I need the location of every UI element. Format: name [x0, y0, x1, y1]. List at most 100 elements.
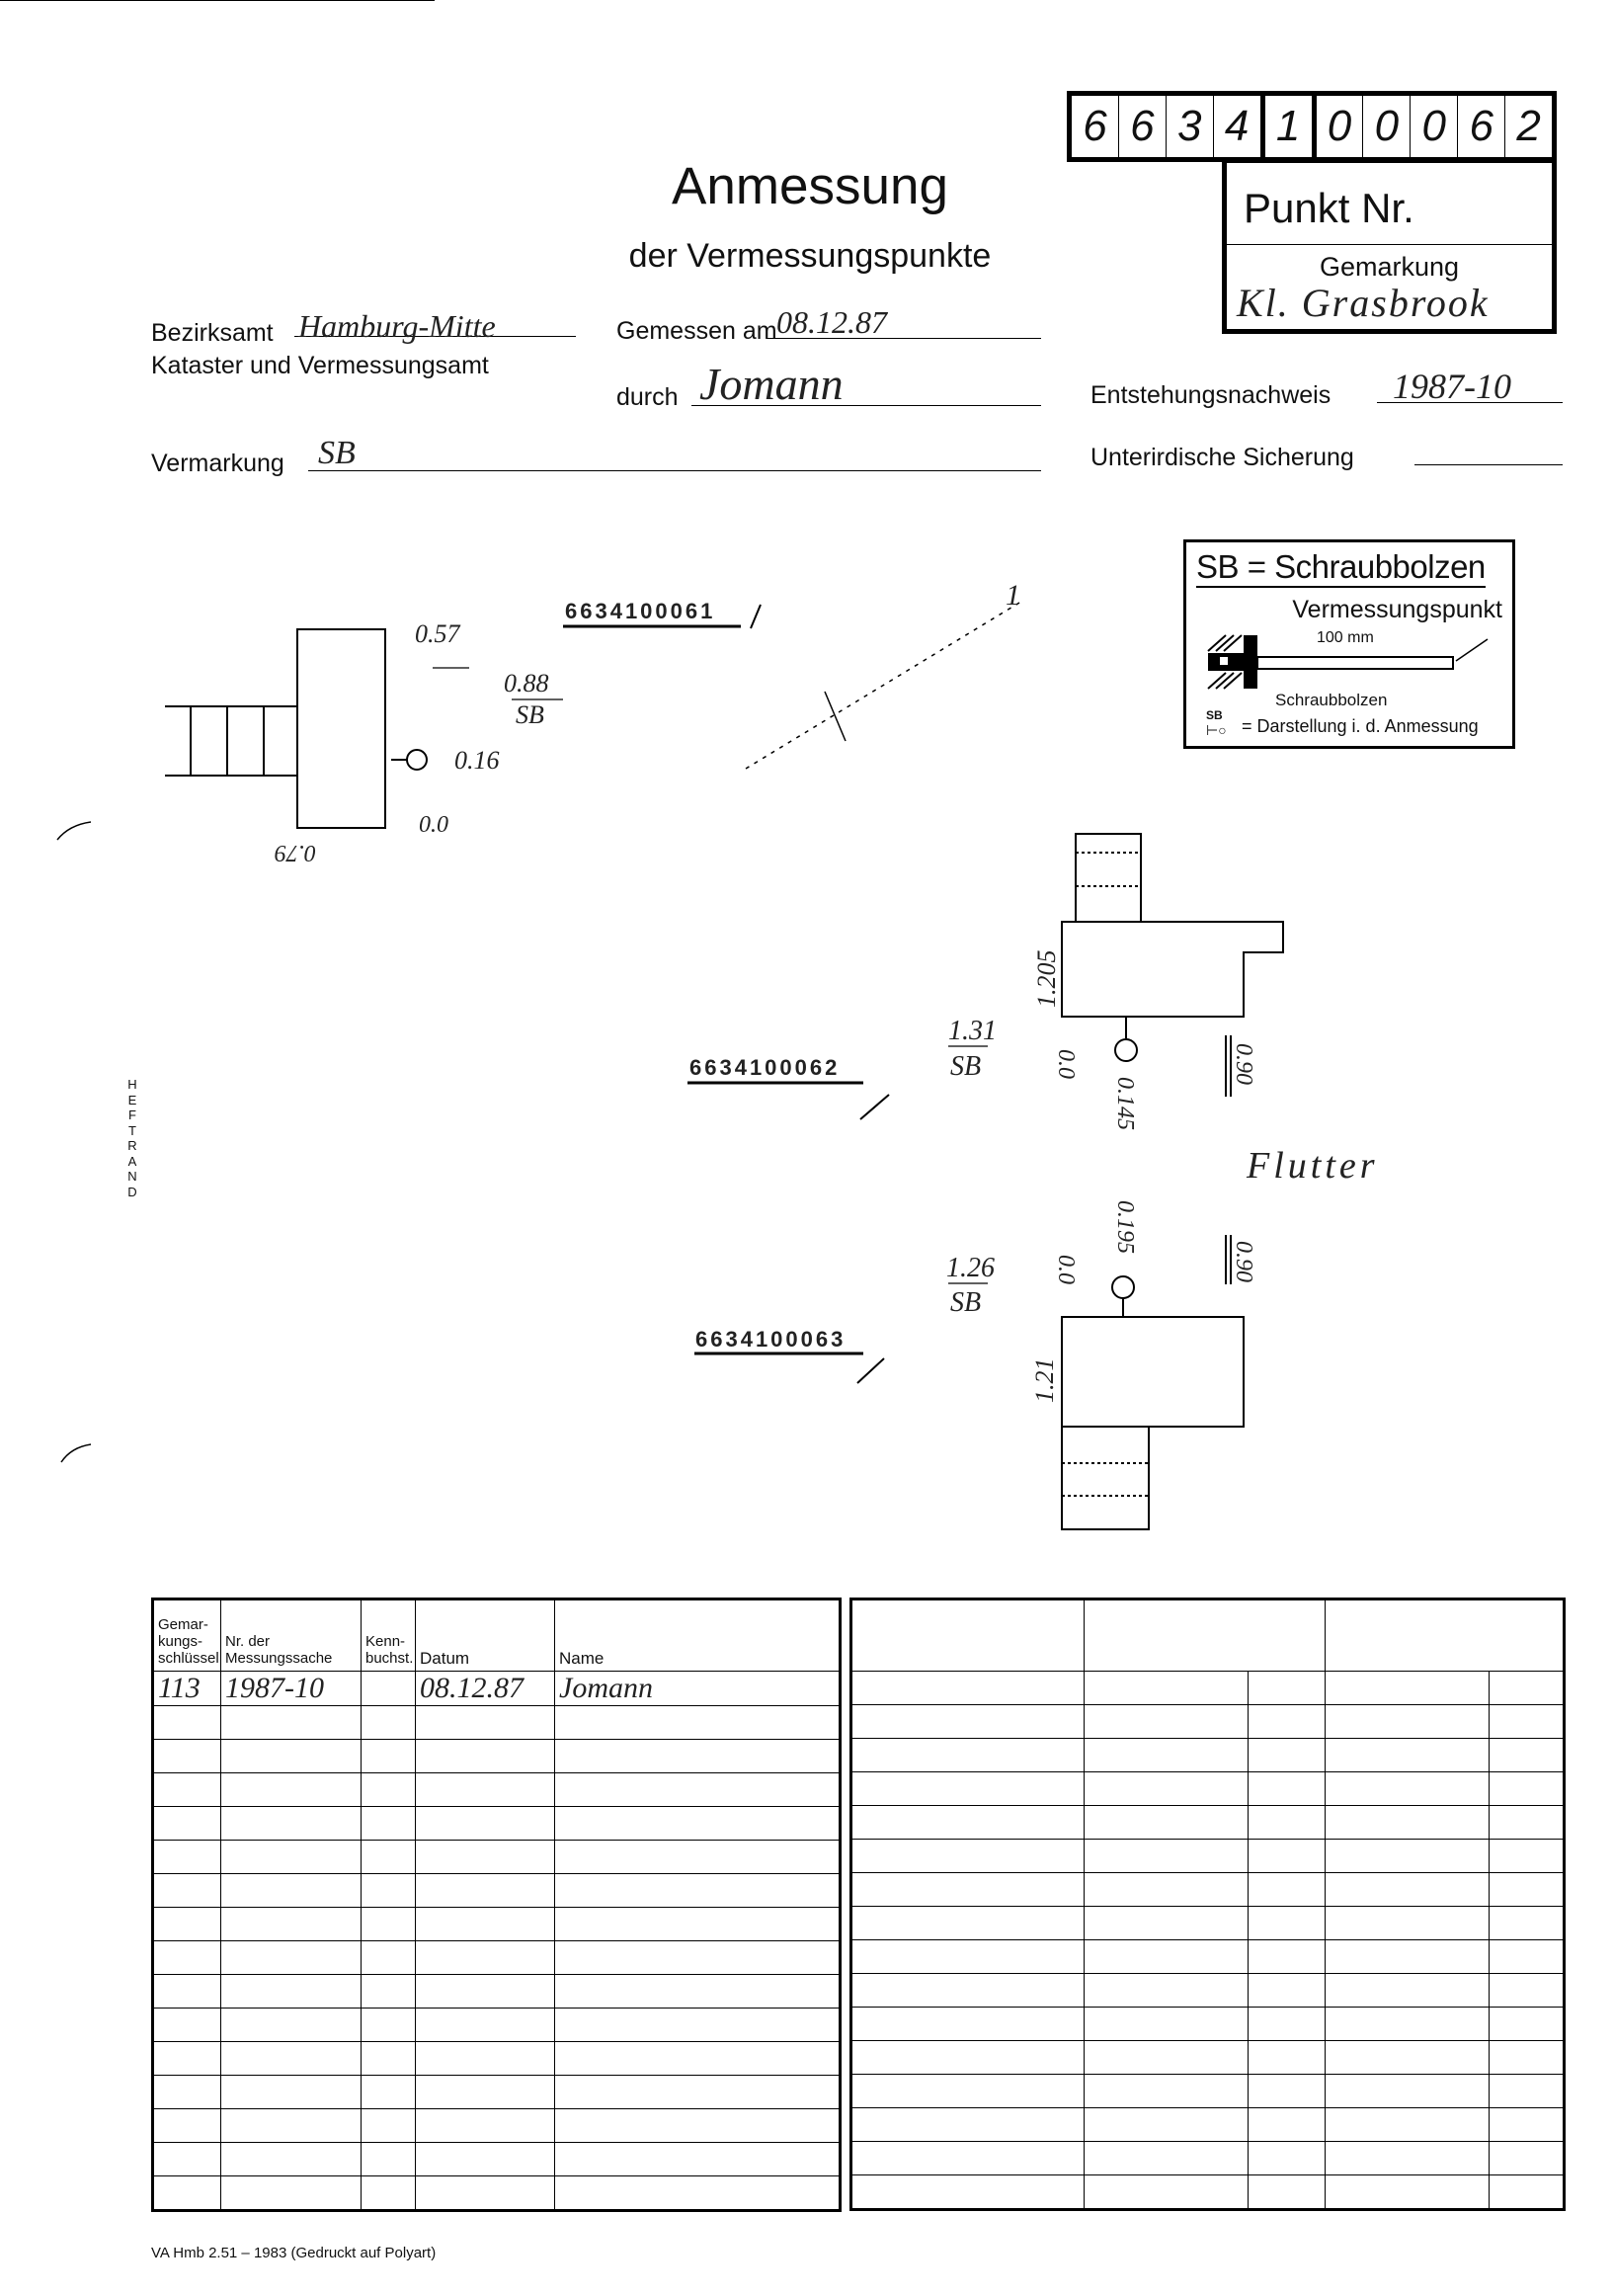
unterirdisch-line: [1414, 464, 1563, 465]
table-row: [850, 1771, 1565, 1806]
table-cell: [1084, 1671, 1249, 1705]
top-edge-line: [0, 0, 435, 1]
legend-length: 100 mm: [1317, 629, 1374, 646]
sb-label: SB: [950, 1287, 981, 1318]
vermarkung-line: [308, 470, 1041, 471]
measure-label: 0.57: [415, 619, 461, 648]
legend-bolzen: Schraubbolzen: [1275, 691, 1388, 709]
table-row: [152, 2041, 841, 2076]
table-cell: [361, 1840, 416, 1874]
table-cell: [554, 1772, 841, 1807]
table-row: [850, 2107, 1565, 2142]
table-cell: [1325, 1671, 1490, 1705]
table-cell: [220, 1974, 362, 2009]
table-row: [850, 1671, 1565, 1705]
building-outline: [296, 628, 386, 829]
survey-sketch: 6634100061 1 0.57 0.88 SB 0.16 0.0 0.79 …: [165, 579, 1375, 1530]
table-cell: [152, 1907, 221, 1941]
table-cell: [220, 2008, 362, 2042]
table-row: [850, 2007, 1565, 2041]
digit: 6: [1458, 96, 1506, 157]
table-cell: [152, 2142, 221, 2176]
table-cell: [1489, 2141, 1565, 2175]
table-cell: [220, 1840, 362, 1874]
table-cell: [361, 2175, 416, 2211]
measure-label: 1.26: [946, 1253, 995, 1283]
table-cell: [415, 2008, 555, 2042]
table-cell: [1248, 1973, 1326, 2008]
table-row: [152, 1940, 841, 1975]
durch-label: durch: [616, 383, 679, 411]
bolt-diagram: [1207, 634, 1489, 690]
measure-label: 0.90: [1231, 1043, 1256, 1085]
table-cell: [554, 2008, 841, 2042]
table-cell: [1489, 2174, 1565, 2210]
table-cell: [1248, 2107, 1326, 2142]
table-row: [850, 2074, 1565, 2108]
table-cell: [152, 2008, 221, 2042]
table-row: [850, 2174, 1565, 2210]
table-cell: 1987-10: [220, 1671, 362, 1706]
table-cell: [1325, 2040, 1490, 2075]
table-cell: [1084, 2141, 1249, 2175]
table-cell: [1489, 2074, 1565, 2108]
table-cell: [1325, 1704, 1490, 1739]
table-cell: [850, 2141, 1085, 2175]
table-row: [152, 2175, 841, 2211]
table-row: [850, 1906, 1565, 1940]
table-cell: [361, 2108, 416, 2143]
sb-label: SB: [516, 700, 544, 729]
table-cell: [1084, 1973, 1249, 2008]
measure-label: 0.145: [1112, 1077, 1138, 1130]
digit: 6: [1119, 96, 1167, 157]
table-row: [152, 2075, 841, 2109]
table-cell: [554, 1840, 841, 1874]
table-cell: [1248, 2074, 1326, 2108]
measure-label: 0.0: [419, 812, 448, 838]
table-cell: [361, 1739, 416, 1773]
table-row: [850, 1738, 1565, 1772]
table-row: [152, 1705, 841, 1740]
col-header: Nr. der Messungssache: [220, 1599, 362, 1672]
table-cell: [1084, 2107, 1249, 2142]
table-cell: [1248, 1738, 1326, 1772]
table-cell: [220, 1907, 362, 1941]
table-cell: [361, 1873, 416, 1908]
bezirksamt-value: Hamburg-Mitte: [298, 308, 496, 344]
table-cell: [415, 1739, 555, 1773]
entstehung-line: [1377, 402, 1563, 403]
sb-label: SB: [950, 1051, 981, 1082]
digit: 6: [1072, 96, 1119, 157]
gemessen-value: 08.12.87: [776, 304, 887, 340]
table-cell: [1084, 1839, 1249, 1873]
table-cell: [361, 1705, 416, 1740]
table-cell: [361, 1940, 416, 1975]
point-marker: [1111, 1275, 1135, 1299]
point-label-62: 6634100062: [689, 1055, 840, 1080]
table-cell: [1248, 1671, 1326, 1705]
table-cell: [152, 1739, 221, 1773]
digit: 2: [1516, 102, 1541, 150]
table-cell: [1489, 1973, 1565, 2008]
table-cell: [1325, 2141, 1490, 2175]
point-marker: [406, 749, 428, 771]
table-row: [152, 1907, 841, 1941]
col-header: Kenn- buchst.: [361, 1599, 416, 1672]
table-cell: [415, 2041, 555, 2076]
table-cell: [850, 2007, 1085, 2041]
table-cell: [415, 1840, 555, 1874]
unterirdisch-label: Unterirdische Sicherung: [1090, 444, 1354, 471]
table-row: [850, 1872, 1565, 1907]
table-cell: [1325, 2107, 1490, 2142]
table-cell: [1248, 1839, 1326, 1873]
table-cell: [850, 1805, 1085, 1840]
table-cell: [1248, 1939, 1326, 1974]
measure-label: 0.0: [1053, 1049, 1079, 1079]
table-cell: [1489, 1671, 1565, 1705]
table-cell: [152, 2108, 221, 2143]
col-header: Name: [554, 1599, 841, 1672]
table-cell: [415, 2175, 555, 2211]
table-cell: [1489, 1738, 1565, 1772]
table-cell: [1248, 2007, 1326, 2041]
table-cell: [1325, 1872, 1490, 1907]
